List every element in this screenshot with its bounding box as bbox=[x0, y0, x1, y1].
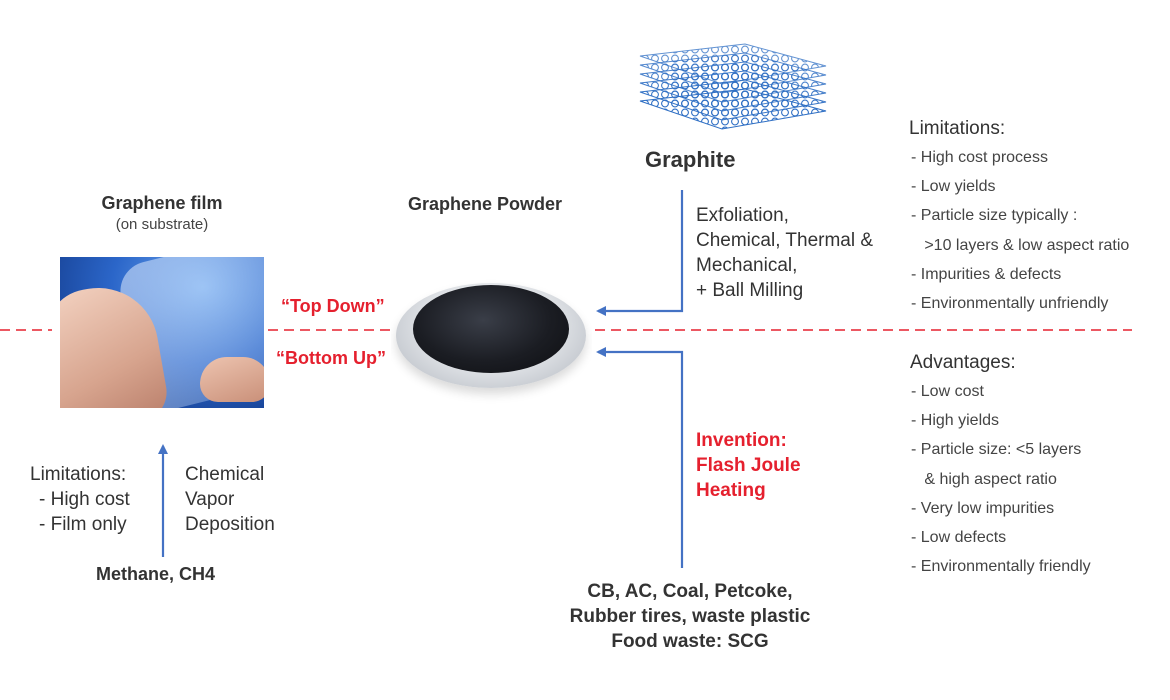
limitation-item: - Low yields bbox=[911, 178, 996, 196]
advantages-panel: Advantages: - Low cost - High yields - P… bbox=[910, 352, 1091, 581]
limitations-title: Limitations: bbox=[909, 118, 1006, 139]
cvd-process-line: Vapor bbox=[185, 489, 235, 510]
advantage-item: - Environmentally friendly bbox=[911, 558, 1091, 576]
cvd-limitations-title: Limitations: bbox=[30, 464, 127, 485]
cvd-limitation-item: - High cost bbox=[39, 489, 130, 510]
advantages-list: - Low cost - High yields - Particle size… bbox=[910, 377, 1091, 581]
cvd-process-line: Chemical bbox=[185, 464, 265, 485]
arrow-graphite-to-powder bbox=[596, 190, 684, 316]
feedstock-list: CB, AC, Coal, Petcoke, Rubber tires, was… bbox=[540, 579, 840, 654]
invention-line: Invention: bbox=[696, 430, 787, 451]
advantage-item: - High yields bbox=[911, 412, 1000, 430]
cvd-process-line: Deposition bbox=[185, 514, 275, 535]
cvd-limitation-item: - Film only bbox=[39, 514, 127, 535]
process-line: Exfoliation, bbox=[696, 205, 789, 226]
methane-source: Methane, CH4 bbox=[96, 564, 216, 584]
advantage-item: - Particle size: <5 layers bbox=[911, 441, 1082, 459]
limitations-panel: Limitations: - High cost process - Low y… bbox=[909, 118, 1129, 318]
feedstock-line: CB, AC, Coal, Petcoke, bbox=[587, 581, 793, 602]
top-down-label: “Top Down” bbox=[281, 296, 385, 316]
invention-line: Flash Joule bbox=[696, 455, 801, 476]
limitations-list: - High cost process - Low yields - Parti… bbox=[909, 143, 1129, 318]
feedstock-line: Rubber tires, waste plastic bbox=[569, 606, 811, 627]
graphite-title: Graphite bbox=[645, 147, 736, 172]
invention-line: Heating bbox=[696, 480, 766, 501]
graphene-powder-title: Graphene Powder bbox=[408, 194, 563, 214]
limitation-item: >10 layers & low aspect ratio bbox=[911, 236, 1130, 254]
limitation-item: - Particle size typically : bbox=[911, 207, 1078, 225]
powder-mound bbox=[413, 285, 569, 373]
process-line: Mechanical, bbox=[696, 255, 798, 276]
invention-label: Invention: Flash Joule Heating bbox=[696, 428, 801, 503]
finger-tip bbox=[200, 357, 264, 402]
advantage-item: & high aspect ratio bbox=[911, 470, 1057, 488]
graphene-film-title: Graphene film bbox=[101, 193, 223, 213]
advantage-item: - Very low impurities bbox=[911, 499, 1055, 517]
graphene-film-subtitle: (on substrate) bbox=[115, 216, 209, 233]
graphene-powder-photo bbox=[391, 243, 592, 405]
bottom-up-label: “Bottom Up” bbox=[276, 348, 386, 368]
graphite-layer bbox=[639, 43, 827, 85]
cvd-process: Chemical Vapor Deposition bbox=[185, 462, 275, 537]
process-line: + Ball Milling bbox=[696, 280, 804, 301]
cvd-limitations: Limitations: - High cost - Film only bbox=[30, 462, 130, 537]
arrow-feedstock-to-powder bbox=[596, 347, 684, 568]
top-down-process: Exfoliation, Chemical, Thermal & Mechani… bbox=[696, 203, 873, 303]
limitation-item: - High cost process bbox=[911, 149, 1048, 166]
process-line: Chemical, Thermal & bbox=[696, 230, 874, 251]
graphene-film-photo bbox=[60, 257, 264, 408]
feedstock-line: Food waste: SCG bbox=[611, 631, 769, 652]
advantages-title: Advantages: bbox=[910, 352, 1016, 373]
advantage-item: - Low cost bbox=[911, 383, 984, 400]
limitation-item: - Impurities & defects bbox=[911, 265, 1062, 283]
advantage-item: - Low defects bbox=[911, 529, 1007, 547]
limitation-item: - Environmentally unfriendly bbox=[911, 295, 1109, 313]
